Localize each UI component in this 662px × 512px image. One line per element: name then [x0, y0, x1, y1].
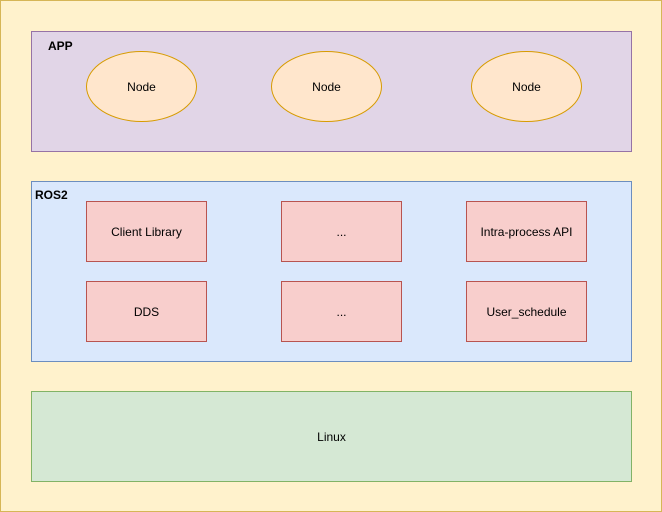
linux-layer-label: Linux	[317, 429, 346, 444]
user-schedule-box: User_schedule	[466, 281, 587, 342]
linux-layer: Linux	[31, 391, 632, 482]
app-node-3: Node	[471, 51, 582, 122]
app-layer-title: APP	[48, 39, 73, 53]
ellipsis-box-bottom: ...	[281, 281, 402, 342]
app-node-1: Node	[86, 51, 197, 122]
dds-box: DDS	[86, 281, 207, 342]
intra-process-api-box: Intra-process API	[466, 201, 587, 262]
ellipsis-box-top: ...	[281, 201, 402, 262]
ros2-layer-title: ROS2	[35, 188, 68, 202]
app-node-2: Node	[271, 51, 382, 122]
client-library-box: Client Library	[86, 201, 207, 262]
